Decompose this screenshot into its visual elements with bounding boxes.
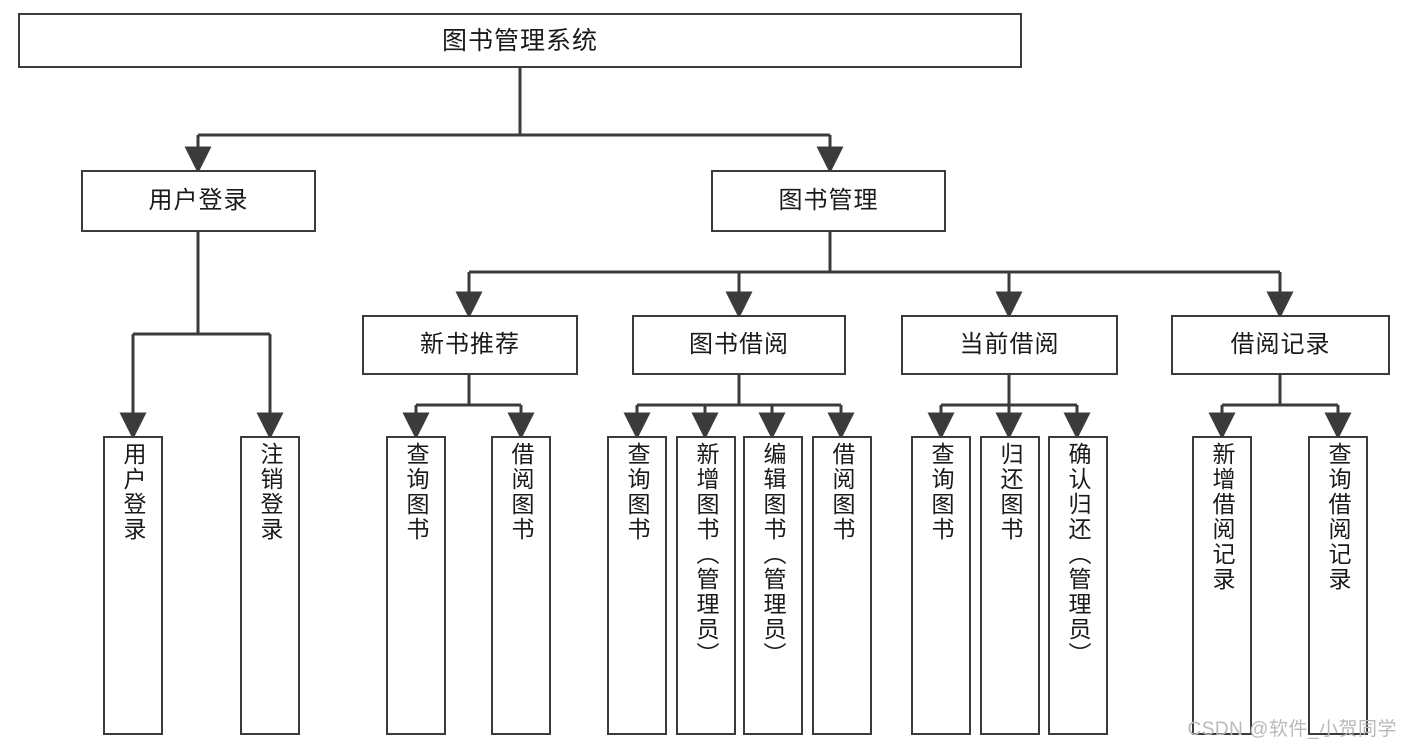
node-root-book-management-system[interactable]: 图书管理系统 bbox=[18, 13, 1022, 68]
node-label: 用户登录 bbox=[120, 442, 147, 542]
node-borrow-record[interactable]: 借阅记录 bbox=[1171, 315, 1390, 375]
node-label: 借阅图书 bbox=[829, 442, 856, 542]
leaf-user-logout[interactable]: 注销登录 bbox=[240, 436, 300, 735]
node-label: 编辑图书（管理员） bbox=[760, 442, 787, 667]
node-label: 图书管理系统 bbox=[441, 26, 598, 55]
node-label: 查询图书 bbox=[624, 442, 651, 542]
node-new-book-recommend[interactable]: 新书推荐 bbox=[362, 315, 578, 375]
node-label: 归还图书 bbox=[997, 442, 1024, 542]
leaf-add-borrow-record[interactable]: 新增借阅记录 bbox=[1192, 436, 1252, 735]
leaf-query-borrow-record[interactable]: 查询借阅记录 bbox=[1308, 436, 1368, 735]
leaf-return-book[interactable]: 归还图书 bbox=[980, 436, 1040, 735]
node-book-borrow[interactable]: 图书借阅 bbox=[632, 315, 846, 375]
leaf-add-book-admin[interactable]: 新增图书（管理员） bbox=[676, 436, 736, 735]
node-label: 借阅图书 bbox=[508, 442, 535, 542]
node-book-management[interactable]: 图书管理 bbox=[711, 170, 946, 232]
node-label: 查询借阅记录 bbox=[1325, 442, 1352, 592]
node-label: 查询图书 bbox=[403, 442, 430, 542]
node-label: 借阅记录 bbox=[1230, 330, 1331, 358]
leaf-confirm-return-admin[interactable]: 确认归还（管理员） bbox=[1048, 436, 1108, 735]
node-label: 图书借阅 bbox=[689, 330, 789, 358]
watermark-text: CSDN @软件_小贺同学 bbox=[1187, 719, 1397, 740]
leaf-borrow-book-recommend[interactable]: 借阅图书 bbox=[491, 436, 551, 735]
node-user-login[interactable]: 用户登录 bbox=[81, 170, 316, 232]
node-label: 用户登录 bbox=[148, 186, 249, 214]
leaf-query-book-recommend[interactable]: 查询图书 bbox=[386, 436, 446, 735]
leaf-query-book-current[interactable]: 查询图书 bbox=[911, 436, 971, 735]
node-current-borrow[interactable]: 当前借阅 bbox=[901, 315, 1118, 375]
node-label: 新书推荐 bbox=[420, 330, 520, 358]
node-label: 确认归还（管理员） bbox=[1065, 442, 1092, 667]
node-label: 新增图书（管理员） bbox=[693, 442, 720, 667]
node-label: 图书管理 bbox=[778, 186, 879, 214]
leaf-user-login[interactable]: 用户登录 bbox=[103, 436, 163, 735]
leaf-query-book-borrow[interactable]: 查询图书 bbox=[607, 436, 667, 735]
leaf-edit-book-admin[interactable]: 编辑图书（管理员） bbox=[743, 436, 803, 735]
node-label: 新增借阅记录 bbox=[1209, 442, 1236, 592]
node-label: 查询图书 bbox=[928, 442, 955, 542]
leaf-borrow-book[interactable]: 借阅图书 bbox=[812, 436, 872, 735]
node-label: 注销登录 bbox=[257, 442, 284, 542]
node-label: 当前借阅 bbox=[959, 330, 1060, 358]
